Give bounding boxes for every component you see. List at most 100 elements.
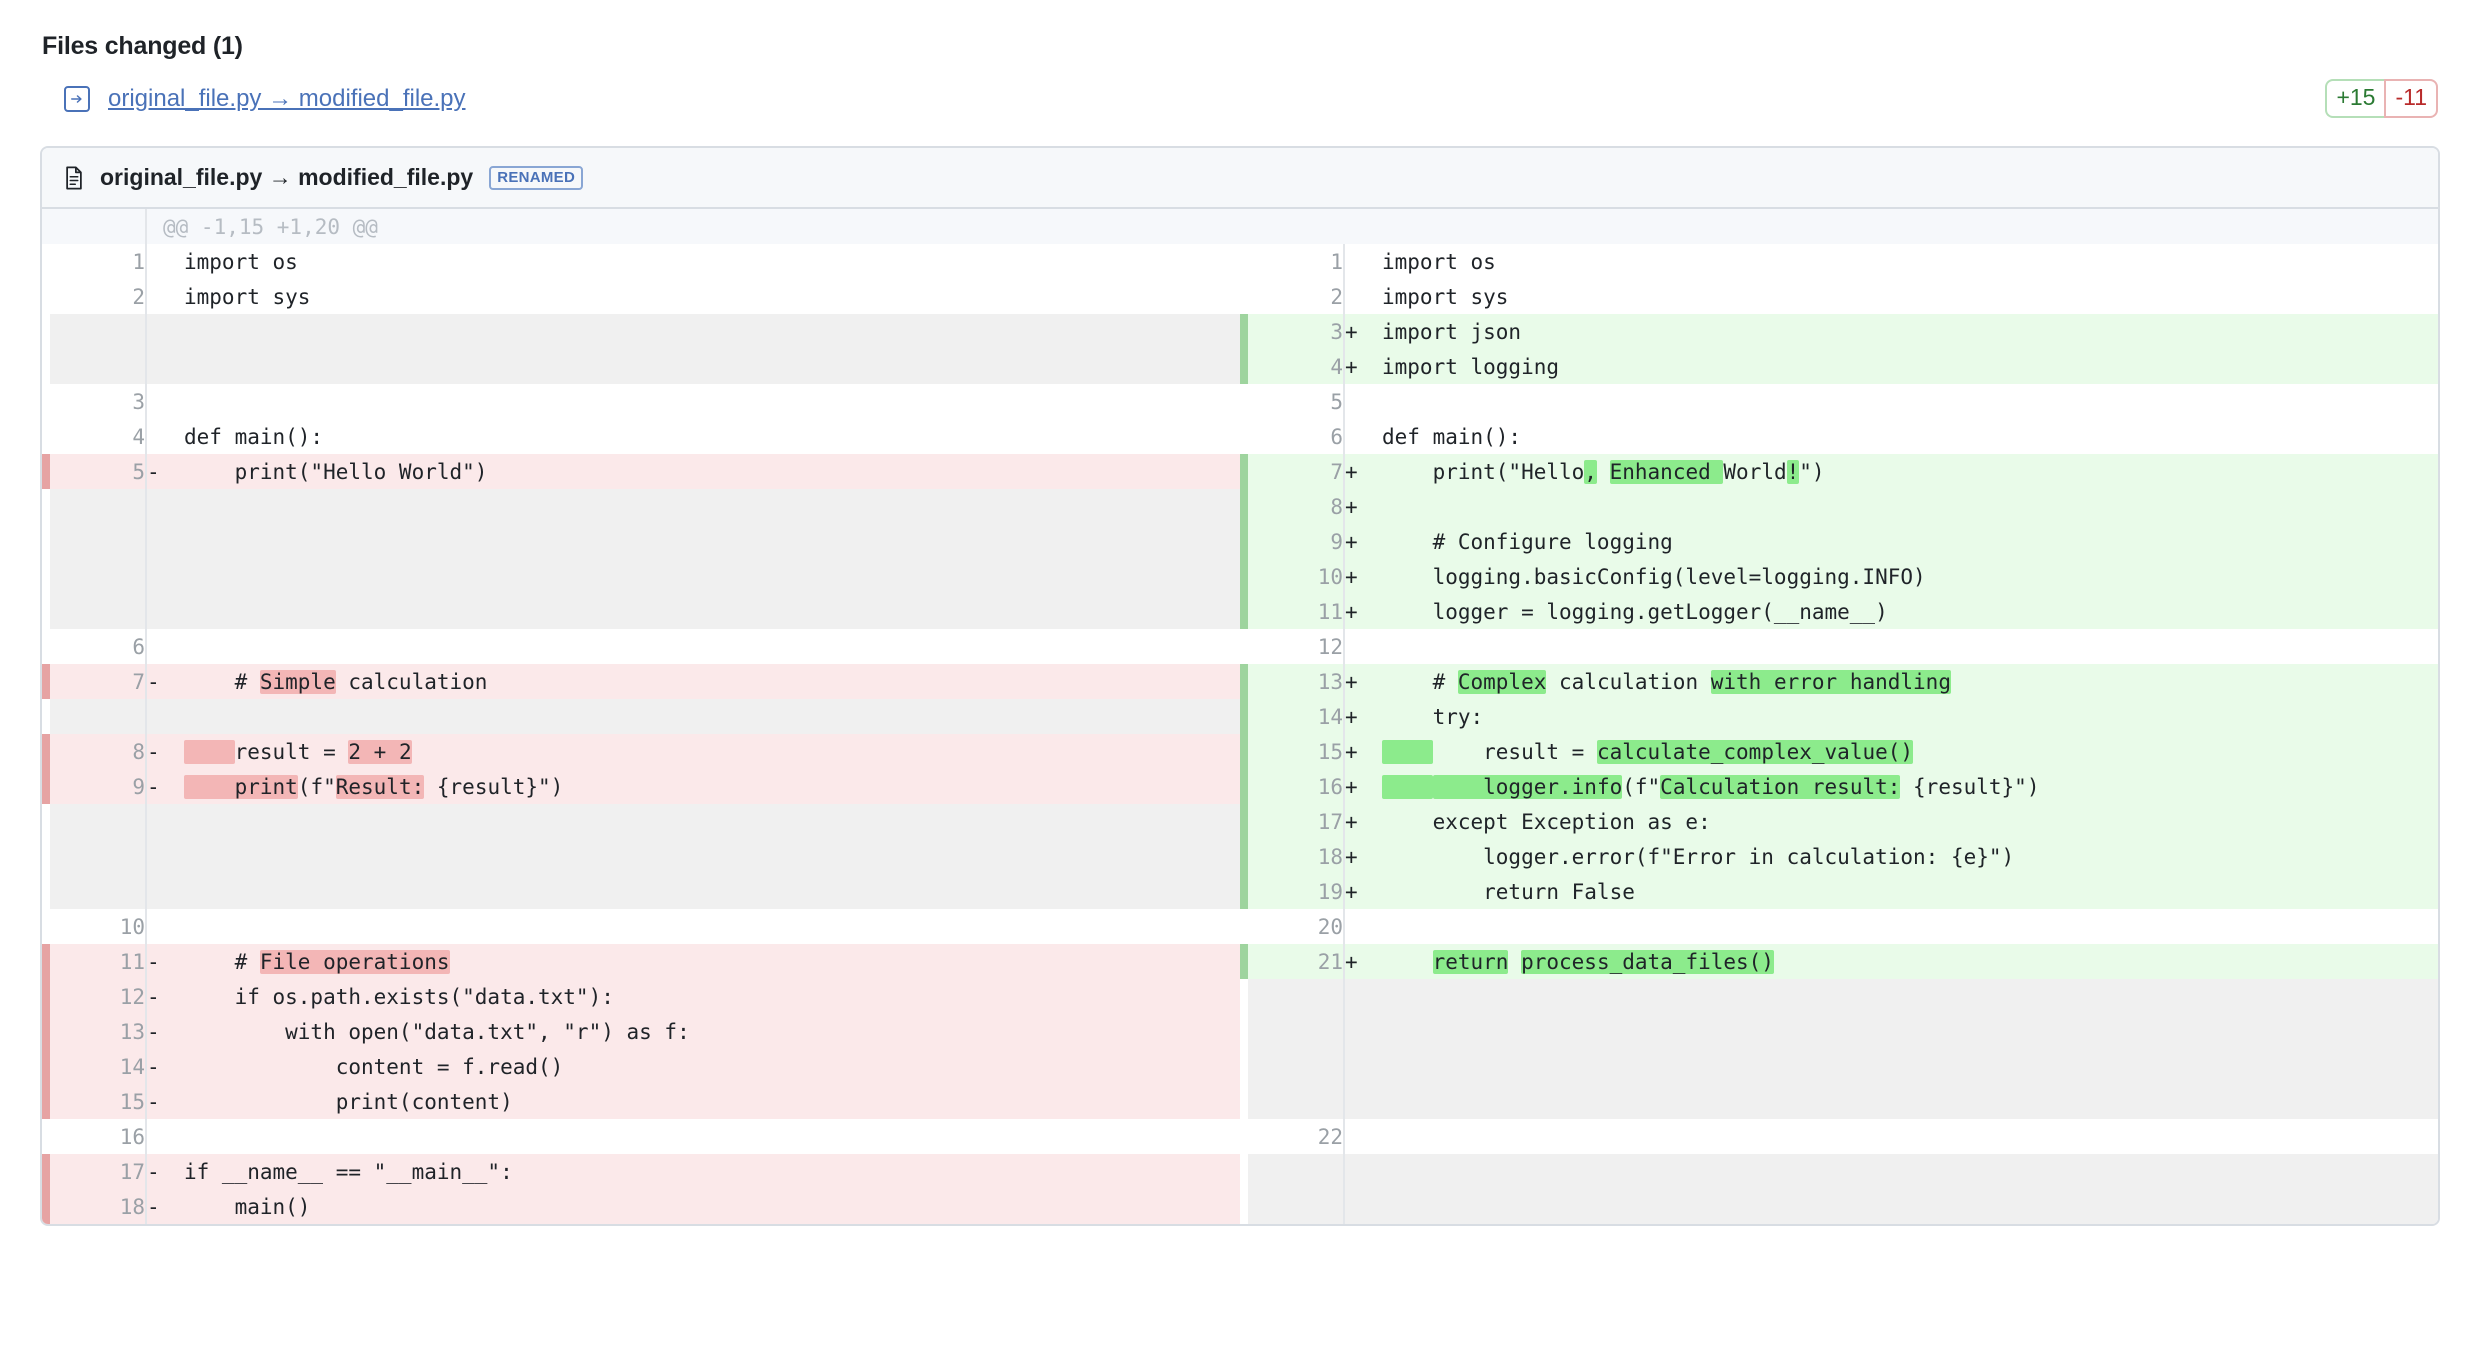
word-diff-highlight — [184, 739, 235, 764]
line-number[interactable]: 9 — [1248, 524, 1345, 559]
line-number[interactable]: 1 — [1248, 244, 1345, 279]
line-number[interactable]: 20 — [1248, 909, 1345, 944]
line-number[interactable] — [50, 594, 147, 629]
line-number[interactable]: 16 — [50, 1119, 147, 1154]
line-number[interactable] — [1248, 1189, 1345, 1224]
line-number[interactable] — [1248, 979, 1345, 1014]
line-number[interactable]: 6 — [1248, 419, 1345, 454]
line-number[interactable]: 15 — [1248, 734, 1345, 769]
line-number[interactable]: 3 — [50, 384, 147, 419]
diff-row-accent — [42, 209, 50, 244]
diff-row: 8+ — [42, 489, 2438, 524]
diff-sign — [146, 909, 184, 944]
diff-code-cell: main() — [184, 1189, 1240, 1224]
diff-row-accent — [42, 279, 50, 314]
line-number[interactable] — [50, 874, 147, 909]
diff-row: 14- content = f.read() — [42, 1049, 2438, 1084]
diff-sign: - — [146, 734, 184, 769]
diff-code-cell — [184, 314, 1240, 349]
line-number[interactable] — [50, 699, 147, 734]
line-number[interactable] — [50, 559, 147, 594]
line-number[interactable]: 4 — [50, 419, 147, 454]
line-number[interactable]: 13 — [1248, 664, 1345, 699]
diff-code-cell: print(f"Result: {result}") — [184, 769, 1240, 804]
line-number[interactable]: 2 — [50, 279, 147, 314]
line-number[interactable]: 14 — [50, 1049, 147, 1084]
line-number[interactable]: 7 — [50, 664, 147, 699]
line-number[interactable]: 15 — [50, 1084, 147, 1119]
diff-row-accent — [42, 1049, 50, 1084]
diff-row-accent — [1240, 1119, 1248, 1154]
line-number[interactable]: 7 — [1248, 454, 1345, 489]
line-number[interactable] — [1248, 1049, 1345, 1084]
line-number[interactable] — [50, 524, 147, 559]
line-number[interactable]: 11 — [50, 944, 147, 979]
line-number[interactable]: 22 — [1248, 1119, 1345, 1154]
diff-sign — [146, 349, 184, 384]
diff-code-cell — [184, 349, 1240, 384]
line-number[interactable]: 5 — [50, 454, 147, 489]
line-number[interactable]: 4 — [1248, 349, 1345, 384]
line-number[interactable]: 12 — [1248, 629, 1345, 664]
diff-sign — [146, 489, 184, 524]
line-number[interactable]: 12 — [50, 979, 147, 1014]
line-number[interactable] — [1248, 1154, 1345, 1189]
file-summary-row: original_file.py → modified_file.py +15 … — [40, 79, 2440, 118]
diff-row-accent — [42, 839, 50, 874]
line-number[interactable]: 19 — [1248, 874, 1345, 909]
word-diff-highlight: Calculation result: — [1660, 774, 1901, 799]
line-number[interactable]: 13 — [50, 1014, 147, 1049]
diff-row: 11+ logger = logging.getLogger(__name__) — [42, 594, 2438, 629]
diff-row-accent — [1240, 874, 1248, 909]
line-number[interactable]: 11 — [1248, 594, 1345, 629]
line-number[interactable]: 5 — [1248, 384, 1345, 419]
diff-row-accent — [42, 734, 50, 769]
line-number[interactable]: 8 — [1248, 489, 1345, 524]
diff-row: 9+ # Configure logging — [42, 524, 2438, 559]
diff-sign: + — [1344, 349, 1382, 384]
diff-row-accent — [1240, 839, 1248, 874]
diff-row-accent — [42, 594, 50, 629]
line-number[interactable]: 8 — [50, 734, 147, 769]
line-number[interactable] — [50, 349, 147, 384]
diff-row-accent — [1240, 629, 1248, 664]
line-number[interactable] — [50, 839, 147, 874]
diff-code-cell: with open("data.txt", "r") as f: — [184, 1014, 1240, 1049]
diff-row-accent — [42, 1014, 50, 1049]
line-number[interactable] — [50, 489, 147, 524]
line-number[interactable]: 2 — [1248, 279, 1345, 314]
diff-file-header[interactable]: original_file.py → modified_file.py RENA… — [42, 148, 2438, 209]
line-number[interactable]: 18 — [50, 1189, 147, 1224]
line-number[interactable]: 6 — [50, 629, 147, 664]
line-number[interactable]: 21 — [1248, 944, 1345, 979]
diff-sign — [1344, 279, 1382, 314]
diff-sign — [1344, 1084, 1382, 1119]
line-number[interactable] — [1248, 1014, 1345, 1049]
line-number[interactable]: 10 — [1248, 559, 1345, 594]
line-number[interactable]: 10 — [50, 909, 147, 944]
diff-row: 17-if __name__ == "__main__": — [42, 1154, 2438, 1189]
line-number[interactable] — [50, 314, 147, 349]
diff-sign — [146, 524, 184, 559]
word-diff-highlight: , — [1584, 459, 1597, 484]
line-number[interactable]: 3 — [1248, 314, 1345, 349]
diff-sign — [1344, 1119, 1382, 1154]
diff-row-accent — [1240, 804, 1248, 839]
file-summary-link[interactable]: original_file.py → modified_file.py — [108, 84, 466, 112]
line-number[interactable]: 9 — [50, 769, 147, 804]
line-number[interactable] — [1248, 1084, 1345, 1119]
line-number[interactable]: 1 — [50, 244, 147, 279]
line-number[interactable]: 14 — [1248, 699, 1345, 734]
line-number[interactable]: 18 — [1248, 839, 1345, 874]
diff-sign — [146, 699, 184, 734]
diff-row-accent — [42, 909, 50, 944]
line-number[interactable]: 16 — [1248, 769, 1345, 804]
diff-sign — [1344, 1049, 1382, 1084]
line-number[interactable]: 17 — [50, 1154, 147, 1189]
line-number[interactable] — [50, 804, 147, 839]
diff-code-cell — [184, 594, 1240, 629]
line-number[interactable]: 17 — [1248, 804, 1345, 839]
diff-row-accent — [1240, 244, 1248, 279]
